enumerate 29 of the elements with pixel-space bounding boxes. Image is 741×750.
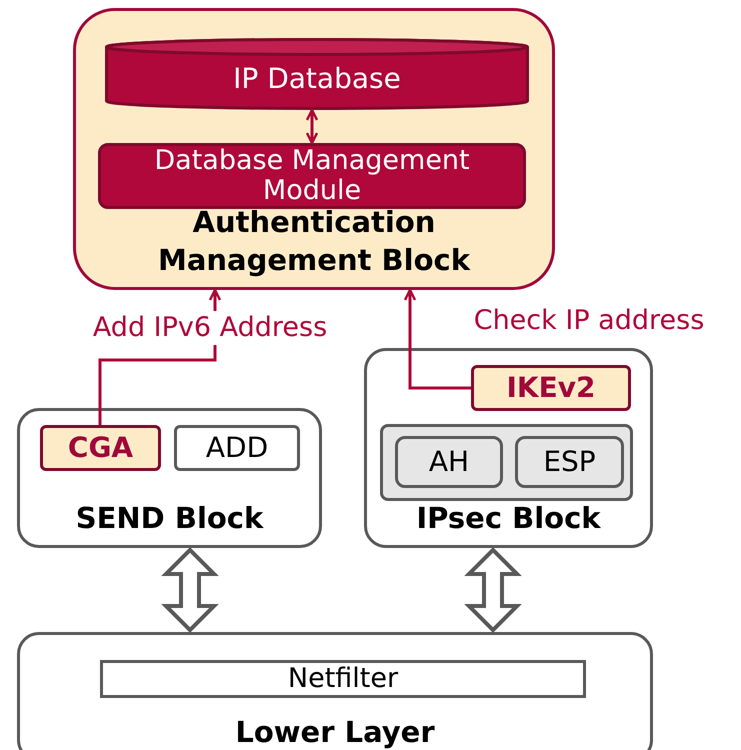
module-box [98, 143, 526, 209]
node-label: Database Management Module [153, 146, 471, 206]
lower-layer-block [17, 632, 653, 750]
node-label: Lower Layer [234, 715, 436, 749]
node-label: IKEv2 [506, 370, 596, 406]
arrow [306, 108, 318, 144]
node-label: IPsec Block [415, 501, 602, 535]
protocol-group-box [380, 424, 633, 501]
double-block-arrow [161, 547, 219, 633]
node-label: AH [428, 444, 470, 480]
netfilter-box [100, 660, 586, 698]
cga-box [40, 425, 161, 471]
node-label: CGA [68, 430, 134, 466]
esp-box [515, 436, 624, 488]
database-cylinder [105, 38, 529, 110]
send-block [17, 408, 322, 548]
double-block-arrow [464, 547, 522, 633]
node-label: IP Database [233, 61, 401, 97]
node-label: ADD [206, 430, 268, 466]
arrow [404, 288, 471, 390]
node-label: SEND Block [74, 501, 265, 535]
ipsec-block [364, 348, 653, 548]
ikev2-box [471, 365, 631, 411]
add-box [174, 425, 300, 471]
node-label: Authentication Management Block [156, 204, 472, 279]
ah-box [395, 436, 503, 488]
node-label: Netfilter [288, 662, 398, 696]
authentication-block [73, 8, 555, 290]
node-label: ESP [543, 444, 596, 480]
